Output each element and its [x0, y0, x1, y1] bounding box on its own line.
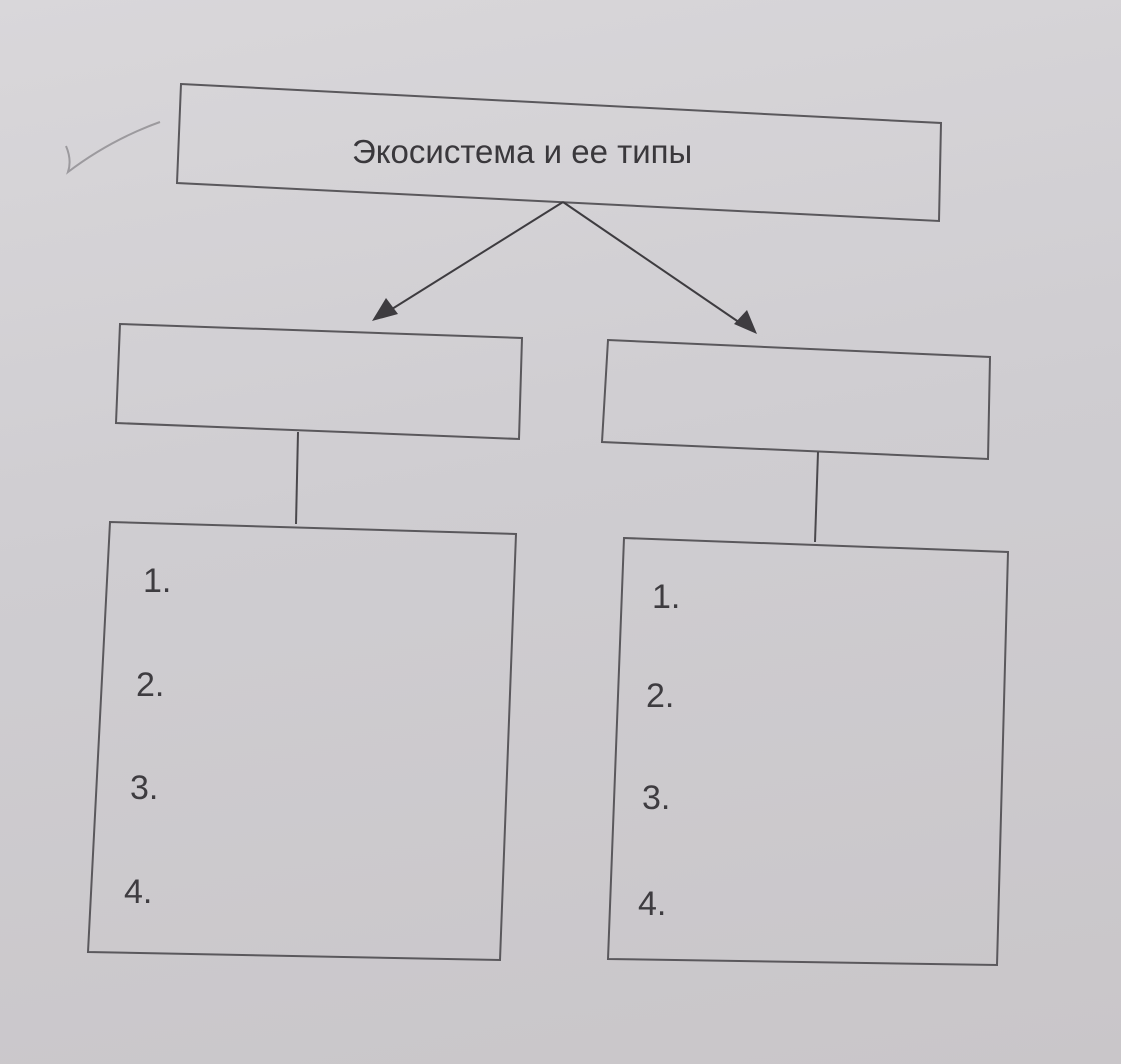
arrow-right-head: [734, 310, 757, 334]
left-list-node: 1. 2. 3. 4.: [86, 520, 518, 962]
right-item-2: 2.: [646, 677, 674, 715]
right-connector: [814, 451, 819, 543]
right-type-node: [600, 338, 992, 543]
left-item-3: 3.: [130, 769, 158, 807]
branch-arrows: [372, 201, 757, 334]
right-item-3: 3.: [642, 779, 670, 817]
title-label: Экосистема и ее типы: [352, 133, 692, 170]
left-item-4: 4.: [124, 873, 152, 911]
right-list-box: [606, 536, 1010, 967]
left-item-1: 1.: [143, 562, 171, 600]
right-item-1: 1.: [652, 578, 680, 616]
left-connector: [295, 431, 299, 525]
left-list-box: [86, 520, 518, 962]
arrow-left-line: [383, 201, 564, 315]
right-item-4: 4.: [638, 885, 666, 923]
check-mark-icon: [65, 121, 161, 175]
title-box: [175, 82, 943, 223]
left-type-node: [114, 322, 524, 525]
left-type-box: [114, 322, 524, 441]
right-list-node: 1. 2. 3. 4.: [606, 536, 1010, 967]
title-node: Экосистема и ее типы: [175, 82, 943, 223]
arrow-right-line: [562, 201, 747, 328]
left-item-2: 2.: [136, 666, 164, 704]
right-type-box: [600, 338, 992, 461]
arrow-left-head: [372, 298, 398, 321]
